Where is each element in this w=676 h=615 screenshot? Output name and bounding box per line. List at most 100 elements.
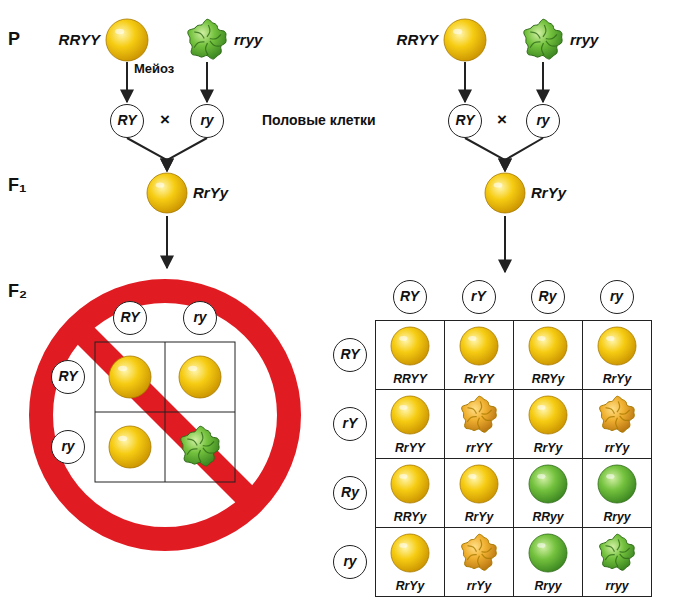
genotype-label: RrYy bbox=[583, 373, 651, 386]
genotype-label: rryy bbox=[583, 580, 651, 593]
gamete-label: ry bbox=[61, 439, 74, 454]
pea-seed bbox=[598, 327, 636, 365]
pea-seed bbox=[529, 396, 567, 434]
pea-seed bbox=[485, 173, 525, 213]
process-label: Мейоз bbox=[134, 62, 174, 76]
genotype-label: rrYY bbox=[445, 442, 513, 455]
gamete-circle: ry bbox=[190, 104, 224, 138]
punnett-cell: RrYy bbox=[582, 320, 652, 390]
generation-label: F₁ bbox=[8, 176, 26, 196]
gamete-label: ry bbox=[193, 310, 206, 325]
cross-sign: × bbox=[160, 111, 170, 130]
pea-seed bbox=[444, 19, 486, 61]
pea-seed bbox=[600, 396, 635, 432]
pea-seed bbox=[391, 327, 429, 365]
prohibition-bar bbox=[77, 327, 253, 503]
pea-seed bbox=[391, 396, 429, 434]
gamete-label: Ry bbox=[341, 485, 359, 500]
genotype-label: RrYy bbox=[514, 442, 582, 455]
pea-seed bbox=[188, 19, 226, 59]
pea-seed bbox=[179, 356, 221, 398]
gamete-label: RY bbox=[120, 310, 139, 325]
arrow-connector bbox=[206, 62, 208, 102]
pea-seed bbox=[529, 327, 567, 365]
gamete-label: rY bbox=[471, 289, 486, 304]
pea-seed bbox=[444, 19, 486, 61]
gamete-label: ry bbox=[200, 113, 213, 128]
punnett-cell: RRYY bbox=[375, 320, 445, 390]
genotype-label: rryy bbox=[234, 32, 262, 49]
arrow bbox=[504, 216, 506, 272]
arrow-connector bbox=[505, 138, 543, 171]
genotype-label: RrYy bbox=[531, 185, 566, 202]
pea-seed bbox=[600, 534, 635, 570]
pea-seed bbox=[109, 426, 151, 468]
pea-seed bbox=[186, 19, 228, 61]
genotype-label: RRYY bbox=[397, 32, 438, 49]
pea-seed bbox=[522, 19, 564, 61]
pea-seed bbox=[485, 173, 525, 213]
genotype-label: RrYy bbox=[376, 580, 444, 593]
pea-seed bbox=[106, 19, 148, 61]
pea-seed bbox=[462, 396, 497, 432]
genotype-label: RRYY bbox=[376, 373, 444, 386]
genotype-label: RrYY bbox=[445, 373, 513, 386]
punnett-cell: RrYY bbox=[375, 389, 445, 459]
pea-seed: RrYy bbox=[485, 173, 525, 213]
pea-seed: RrYy bbox=[147, 173, 187, 213]
genotype-label: rrYy bbox=[445, 580, 513, 593]
gamete-label: RY bbox=[117, 113, 136, 128]
gamete-circle: RY bbox=[113, 301, 147, 335]
gamete-circle: ry bbox=[526, 104, 560, 138]
punnett-cell: RRyy bbox=[513, 458, 583, 528]
arrow bbox=[166, 216, 168, 268]
gamete-label: RY bbox=[340, 347, 359, 362]
gamete-circle: rY bbox=[462, 280, 496, 314]
gamete-label: ry bbox=[610, 289, 623, 304]
pea-group bbox=[109, 356, 221, 468]
gamete-circle: ry bbox=[333, 545, 367, 579]
gamete-circle: ry bbox=[51, 430, 85, 464]
genotype-label: RrYY bbox=[376, 442, 444, 455]
arrow-connector bbox=[542, 62, 544, 102]
genotype-label: RRYy bbox=[376, 511, 444, 524]
arrow-connector bbox=[465, 138, 505, 171]
punnett-cell: RRYy bbox=[375, 458, 445, 528]
genotype-label: RRYy bbox=[514, 373, 582, 386]
stage-label: Половые клетки bbox=[262, 113, 376, 128]
gamete-circle: RY bbox=[448, 104, 482, 138]
pea-seed bbox=[598, 465, 636, 503]
punnett-cell: rryy bbox=[582, 527, 652, 597]
pea-seed bbox=[460, 465, 498, 503]
pea-seed bbox=[147, 173, 187, 213]
pea-seed bbox=[524, 19, 562, 59]
generation-label: P bbox=[8, 30, 20, 50]
gamete-circle: Ry bbox=[333, 476, 367, 510]
punnett-cell: rrYy bbox=[582, 389, 652, 459]
gamete-label: RY bbox=[455, 113, 474, 128]
pea-seed bbox=[147, 173, 187, 213]
gamete-label: rY bbox=[343, 416, 358, 431]
pea-seed bbox=[529, 534, 567, 572]
pea-seed bbox=[391, 534, 429, 572]
arrow-connector bbox=[126, 62, 128, 102]
genotype-label: rrYy bbox=[583, 442, 651, 455]
gamete-label: RY bbox=[400, 289, 419, 304]
generation-label: F₂ bbox=[8, 282, 27, 302]
pea-seed bbox=[106, 19, 148, 61]
pea-seed bbox=[181, 426, 219, 466]
pea-seed: RRYY bbox=[444, 19, 486, 61]
gamete-circle: rY bbox=[333, 407, 367, 441]
punnett-cell: RrYy bbox=[444, 458, 514, 528]
gamete-circle: RY bbox=[393, 280, 427, 314]
arrow-connector bbox=[464, 62, 466, 102]
gamete-label: ry bbox=[343, 554, 356, 569]
gamete-label: ry bbox=[536, 113, 549, 128]
punnett-cell: Rryy bbox=[582, 458, 652, 528]
genotype-label: Rryy bbox=[514, 580, 582, 593]
genotype-label: RrYy bbox=[193, 185, 228, 202]
punnett-cell: RrYY bbox=[444, 320, 514, 390]
punnett-cell: rrYY bbox=[444, 389, 514, 459]
gamete-circle: RY bbox=[51, 360, 85, 394]
punnett-cell: RRYy bbox=[513, 320, 583, 390]
